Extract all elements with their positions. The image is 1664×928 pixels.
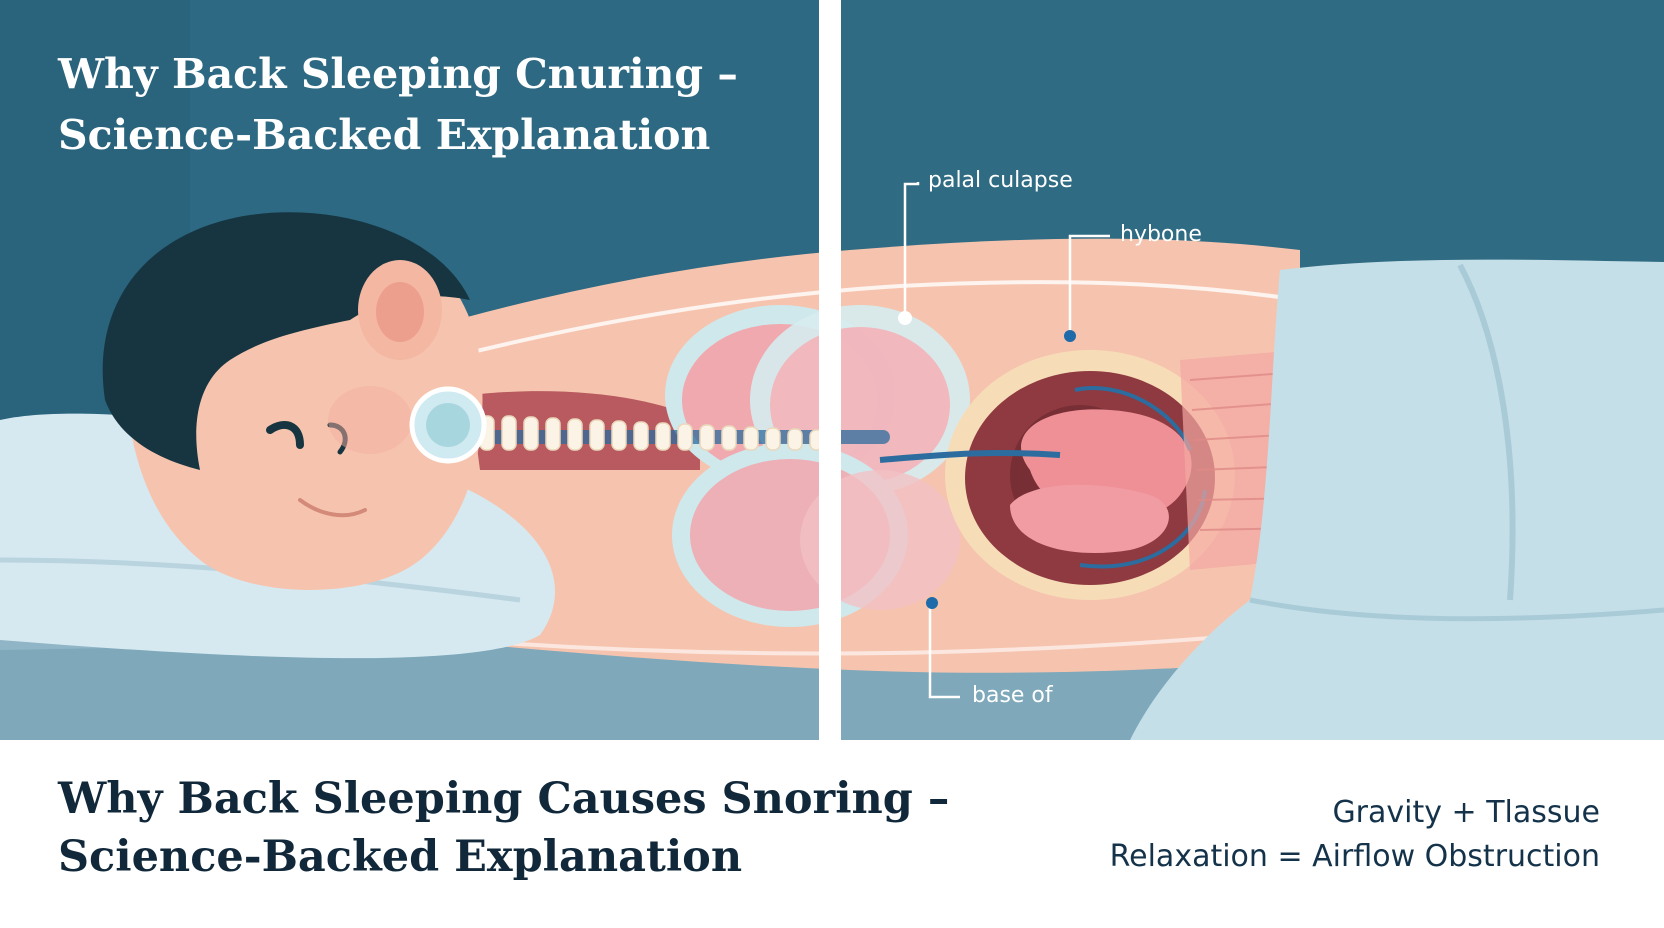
bottom-title-line-2: Science-Backed Explanation	[58, 832, 743, 882]
cheek	[328, 386, 412, 454]
blanket-hem	[1249, 597, 1664, 622]
label-palatal-collapse: palal culapse	[928, 168, 1073, 193]
ear-inner	[376, 282, 424, 342]
blanket-fold	[1457, 263, 1516, 601]
nerve-connector	[879, 449, 1061, 463]
formula: Gravity + Tlassue Relaxation = Airflow O…	[1110, 791, 1600, 879]
throat-ring-inner	[426, 403, 470, 447]
callout-palatal-line	[903, 182, 920, 318]
mouth-icon	[298, 498, 367, 518]
tongue-lower	[1010, 484, 1169, 553]
formula-line-2: Relaxation = Airflow Obstruction	[1109, 839, 1600, 874]
callout-hyoid-line	[1068, 234, 1110, 333]
callout-hyoid-dot	[1064, 330, 1076, 342]
formula-line-1: Gravity + Tlassue	[1332, 795, 1600, 830]
callout-base-line	[928, 605, 960, 699]
callout-base-dot	[926, 597, 938, 609]
body-contour-line	[439, 280, 1301, 362]
illustration	[0, 0, 1664, 740]
callout-palatal-dot	[898, 311, 912, 325]
closed-eye-icon	[266, 421, 304, 449]
label-hyoid-bone: hybone	[1120, 222, 1202, 247]
bottom-title-line-1: Why Back Sleeping Causes Snoring –	[58, 774, 950, 824]
top-title: Why Back Sleeping Cnuring – Science-Back…	[58, 44, 738, 166]
panel-divider	[819, 0, 841, 740]
nerve-upper	[1074, 386, 1192, 451]
label-base-of: base of	[972, 683, 1053, 708]
callout-lines	[903, 182, 1110, 699]
top-title-line-1: Why Back Sleeping Cnuring –	[58, 50, 738, 98]
top-title-line-2: Science-Backed Explanation	[58, 111, 711, 159]
bottom-title: Why Back Sleeping Causes Snoring – Scien…	[58, 770, 949, 886]
